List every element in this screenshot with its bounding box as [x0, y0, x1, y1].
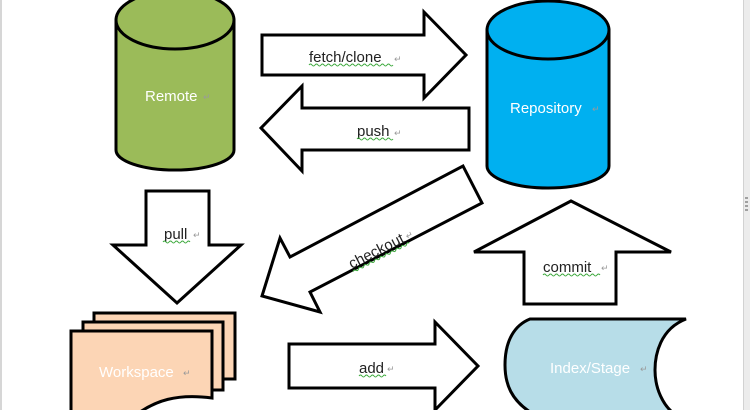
pull-arrow-shape: [109, 189, 245, 306]
remote-node[interactable]: Remote ↵: [114, 0, 236, 172]
paragraph-mark: ↵: [183, 369, 191, 379]
remote-cylinder-body: [114, 18, 236, 172]
spellcheck-underline: [356, 137, 394, 141]
checkout-arrow[interactable]: checkout ↵: [260, 163, 485, 315]
commit-label: commit: [543, 259, 592, 276]
push-label: push: [357, 123, 390, 140]
repository-label: Repository: [510, 100, 582, 117]
index-stage-shape: [503, 317, 687, 410]
repository-cylinder-top: [485, 0, 611, 61]
workspace-doc-front: [69, 329, 214, 410]
push-arrow-shape: [258, 82, 471, 175]
workspace-node[interactable]: Workspace ↵: [69, 311, 237, 410]
scrollbar-grip: [745, 197, 748, 199]
scrollbar-grip: [745, 205, 748, 207]
paragraph-mark: ↵: [193, 231, 201, 241]
spellcheck-underline: [352, 242, 410, 272]
add-label: add: [359, 360, 384, 377]
remote-label: Remote: [145, 88, 198, 105]
paragraph-mark: ↵: [404, 230, 415, 242]
scrollbar-grip: [745, 209, 748, 211]
workspace-label: Workspace: [99, 364, 174, 381]
fetch-clone-label: fetch/clone: [309, 49, 382, 66]
spellcheck-underline: [358, 374, 387, 378]
pull-label: pull: [164, 226, 187, 243]
scrollbar-grip: [745, 201, 748, 203]
paragraph-mark: ↵: [592, 105, 600, 115]
commit-arrow-shape: [473, 199, 672, 306]
remote-cylinder-top: [114, 0, 236, 51]
index-stage-label: Index/Stage: [550, 360, 630, 377]
paragraph-mark: ↵: [203, 93, 211, 103]
add-arrow[interactable]: add ↵: [287, 318, 481, 410]
fetch-clone-arrow-shape: [260, 8, 469, 102]
add-arrow-shape: [287, 318, 481, 410]
paragraph-mark: ↵: [387, 365, 395, 375]
repository-cylinder-body: [485, 28, 611, 190]
paragraph-mark: ↵: [394, 129, 402, 139]
commit-arrow[interactable]: commit ↵: [473, 199, 672, 306]
spellcheck-underline: [308, 63, 394, 67]
paragraph-mark: ↵: [394, 55, 402, 65]
spellcheck-underline: [542, 273, 601, 277]
fetch-clone-arrow[interactable]: fetch/clone ↵: [260, 8, 469, 102]
checkout-arrow-shape: [260, 163, 485, 315]
paragraph-mark: ↵: [640, 365, 648, 375]
spellcheck-underline: [162, 240, 191, 244]
repository-node[interactable]: Repository ↵: [485, 0, 611, 190]
pull-arrow[interactable]: pull ↵: [109, 189, 245, 306]
push-arrow[interactable]: push ↵: [258, 82, 471, 175]
index-stage-node[interactable]: Index/Stage ↵: [503, 317, 687, 410]
paragraph-mark: ↵: [601, 264, 609, 274]
page-left-edge: [0, 0, 2, 410]
